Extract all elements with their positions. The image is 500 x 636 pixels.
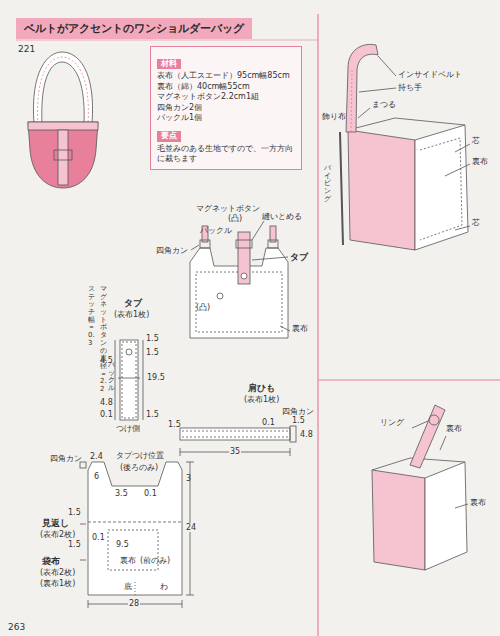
part-label: タブ <box>124 298 142 308</box>
dimension-number: 1.5 <box>146 410 159 419</box>
part-label: バックル <box>108 362 115 393</box>
strap-pattern <box>180 426 296 456</box>
section-heading: 要点 <box>157 131 181 141</box>
part-label: 肩ひも <box>248 383 275 393</box>
tab-pattern <box>115 340 143 420</box>
dimension-number: 0.1 <box>144 489 157 498</box>
bag-finish-view <box>372 405 468 570</box>
part-label: タブ <box>290 252 308 262</box>
dimension-number: 4.8 <box>100 398 113 407</box>
part-label: 裏布 <box>292 324 308 333</box>
dimension-number: 1.5 <box>168 420 181 429</box>
dimension-number: 221 <box>18 44 35 54</box>
part-label: マグネットボタン <box>196 204 260 213</box>
part-label: (凸) <box>196 303 210 312</box>
part-label: (表布2枚) <box>40 568 75 577</box>
dimension-number: 3.5 <box>115 489 128 498</box>
part-label: バックル <box>200 226 232 235</box>
part-label: 裏布 <box>472 157 488 166</box>
dimension-number: 0.1 <box>92 533 105 542</box>
part-label: (凸) <box>228 214 242 223</box>
dimension-number: 6 <box>94 472 99 481</box>
dimension-number: 2.4 <box>90 452 103 461</box>
dimension-number: 35 <box>229 447 241 456</box>
part-label: 四角カン <box>282 407 314 416</box>
body-pattern <box>80 462 194 608</box>
assembly-sketch <box>190 221 290 338</box>
part-label: まつる <box>372 100 396 109</box>
dimension-number: 1.5 <box>146 348 159 357</box>
dimension-number: 1.5 <box>146 334 159 343</box>
part-label: (表布1枚) <box>244 395 279 404</box>
materials-panel: 材料表布（人工スエード）95cm幅85cm裏布（綿）40cm幅55cmマグネット… <box>150 46 302 170</box>
part-label: 底 <box>124 582 132 591</box>
material-item: 表布（人工スエード）95cm幅85cm <box>157 71 295 81</box>
material-item: 四角カン2個 <box>157 103 295 113</box>
part-label: (表布2枚) <box>40 530 75 539</box>
part-label: 持ち手 <box>398 83 422 92</box>
part-label: リング <box>380 418 404 427</box>
part-label: 芯 <box>472 218 480 227</box>
part-label: 見返し <box>42 518 69 528</box>
part-label: つけ側 <box>116 424 140 433</box>
material-item: バックル1個 <box>157 113 295 123</box>
part-label: タブつけ位置 <box>116 451 164 460</box>
part-label: インサイドベルト <box>398 70 462 79</box>
dimension-number: 19.5 <box>146 373 166 382</box>
part-label: 裏布 <box>446 424 462 433</box>
title-text: ベルトがアクセントのワンショルダーバッグ <box>24 21 244 36</box>
part-label: 四角カン <box>156 246 188 255</box>
part-label: マグネットボタンの直径＝2.2 <box>100 286 107 394</box>
part-label: (後ろのみ) <box>120 463 158 472</box>
dimension-number: 24 <box>185 523 197 532</box>
part-label: 四角カン <box>50 454 82 463</box>
dimension-number: 9.5 <box>116 540 129 549</box>
part-label: (表布1枚) <box>114 310 149 319</box>
material-item: マグネットボタン2.2cm1組 <box>157 92 295 102</box>
part-label: 裏布 <box>120 556 136 565</box>
dimension-number: 3 <box>186 474 191 483</box>
part-label: 芯 <box>472 136 480 145</box>
dimension-number: 263 <box>8 622 25 632</box>
part-label: (前のみ) <box>140 556 170 565</box>
part-label: 縫いとめる <box>262 212 302 221</box>
bag-sketch <box>28 52 98 188</box>
bag-inside-view <box>340 44 470 250</box>
part-label: 袋布 <box>42 556 60 566</box>
material-item: 毛並みのある生地ですので、一方方向に裁ちます <box>157 144 295 165</box>
frame-lines <box>16 14 500 636</box>
part-label: パイピング <box>324 165 331 203</box>
part-label: わ <box>160 582 168 591</box>
section-heading: 材料 <box>157 59 181 69</box>
title-band: ベルトがアクセントのワンショルダーバッグ <box>16 18 252 39</box>
part-label: 裏布 <box>470 498 486 507</box>
part-label: ステッチ幅＝0.3 <box>88 286 95 348</box>
dimension-number: 0.1 <box>262 418 275 427</box>
dimension-number: 1.5 <box>292 416 305 425</box>
material-item: 裏布（綿）40cm幅55cm <box>157 82 295 92</box>
dimension-number: 4.8 <box>300 430 313 439</box>
dimension-number: 1.5 <box>68 508 81 517</box>
dimension-number: 28 <box>128 599 140 608</box>
part-label: (裏布1枚) <box>40 579 75 588</box>
dimension-number: 0.1 <box>100 410 113 419</box>
part-label: 飾り布 <box>322 112 346 121</box>
dimension-number: 1.5 <box>68 540 81 549</box>
